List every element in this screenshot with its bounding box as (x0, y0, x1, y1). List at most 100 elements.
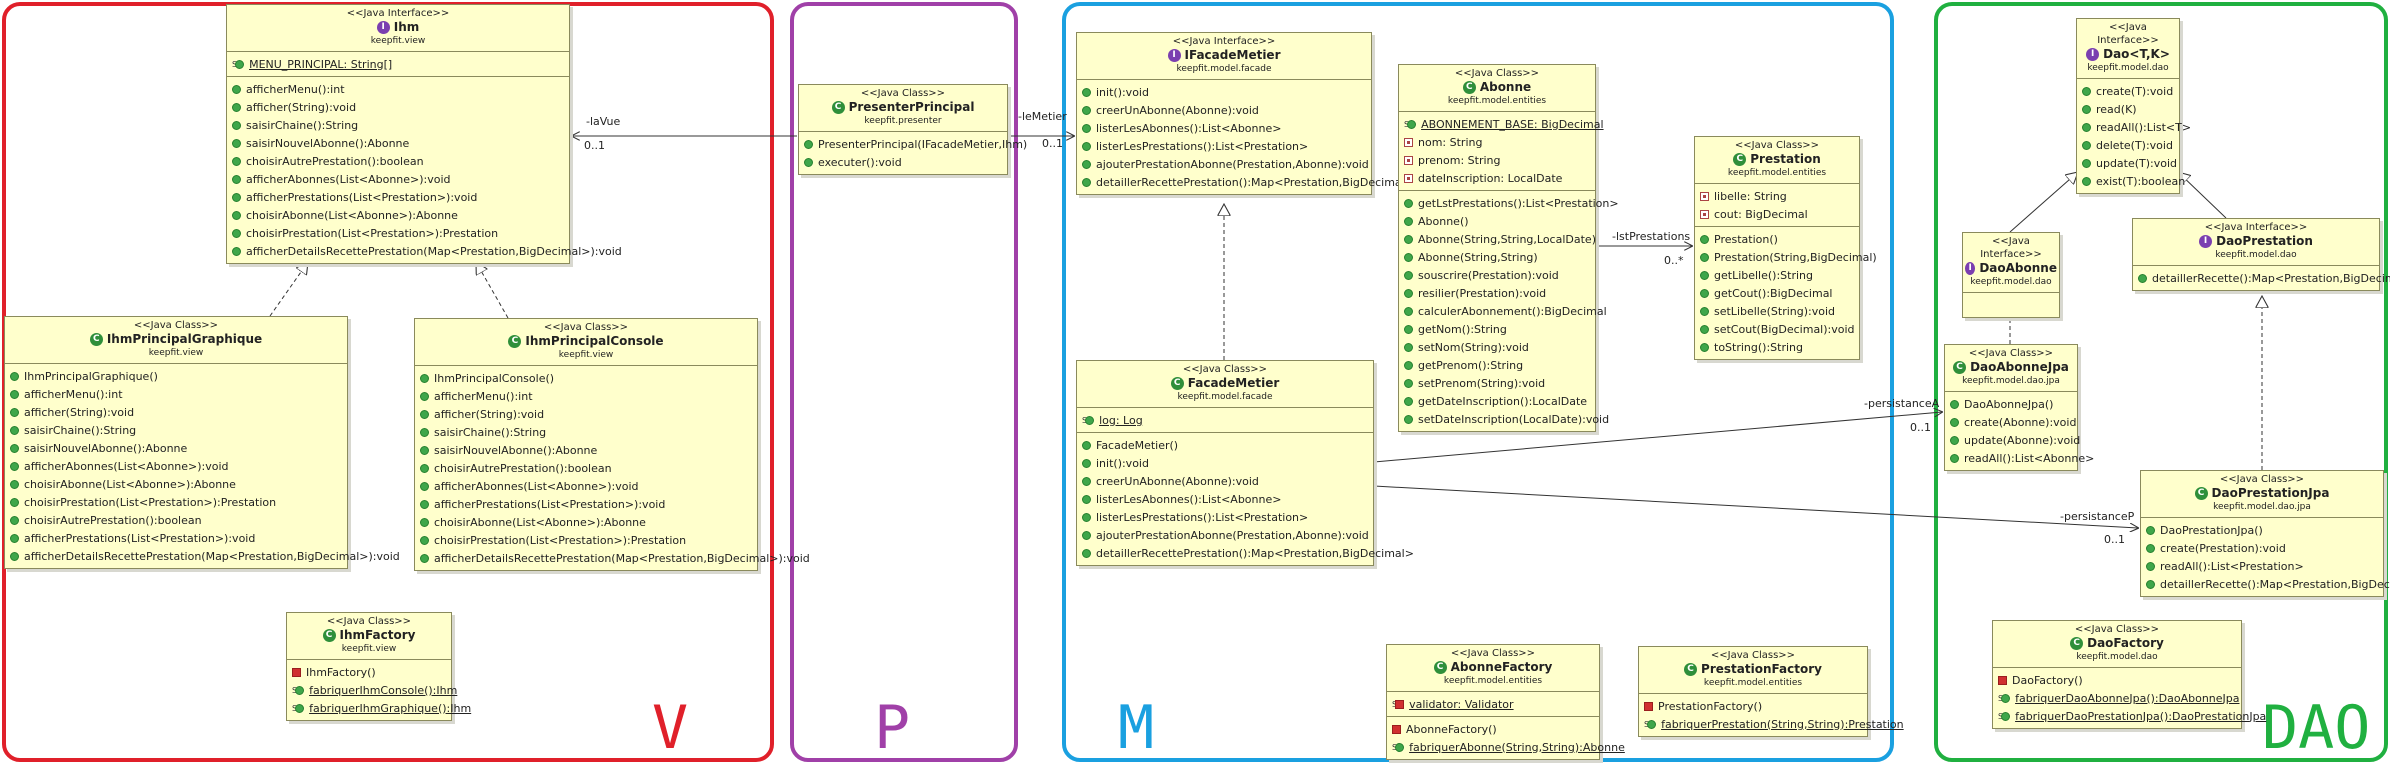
class-method[interactable]: creerUnAbonne(Abonne):void (1077, 101, 1371, 119)
class-method[interactable]: saisirNouvelAbonne():Abonne (415, 441, 757, 459)
class-field[interactable]: SABONNEMENT_BASE: BigDecimal (1399, 115, 1604, 133)
class-method[interactable]: Abonne() (1399, 212, 1595, 230)
class-method[interactable]: readAll():List<Prestation> (2141, 557, 2383, 575)
class-method[interactable]: afficherPrestations(List<Prestation>):vo… (227, 188, 569, 206)
class-method[interactable]: AbonneFactory() (1387, 720, 1599, 738)
class-method[interactable]: create(Abonne):void (1945, 413, 2077, 431)
class-method[interactable]: ajouterPrestationAbonne(Prestation,Abonn… (1077, 526, 1373, 544)
class-field[interactable]: dateInscription: LocalDate (1399, 169, 1595, 187)
class-method[interactable]: detaillerRecettePrestation():Map<Prestat… (1077, 173, 1414, 191)
class-field[interactable]: Slog: Log (1077, 411, 1373, 429)
class-method[interactable]: listerLesPrestations():List<Prestation> (1077, 137, 1371, 155)
class-method[interactable]: delete(T):void (2077, 136, 2179, 154)
class-method[interactable]: SfabriquerIhmConsole():Ihm (287, 681, 457, 699)
class-method[interactable]: saisirNouvelAbonne():Abonne (5, 439, 347, 457)
class-method[interactable]: choisirAbonne(List<Abonne>):Abonne (415, 513, 757, 531)
class-method[interactable]: calculerAbonnement():BigDecimal (1399, 302, 1607, 320)
class-field[interactable]: SMENU_PRINCIPAL: String[] (227, 55, 569, 73)
class-method[interactable]: update(Abonne):void (1945, 431, 2080, 449)
class-method[interactable]: create(Prestation):void (2141, 539, 2383, 557)
class-method[interactable]: choisirAutrePrestation():boolean (415, 459, 757, 477)
class-method[interactable]: afficher(String):void (415, 405, 757, 423)
class-method[interactable]: setDateInscription(LocalDate):void (1399, 410, 1609, 428)
class-method[interactable]: IhmFactory() (287, 663, 451, 681)
class-method[interactable]: readAll():List<T> (2077, 118, 2191, 136)
class-method[interactable]: SfabriquerDaoPrestationJpa():DaoPrestati… (1993, 707, 2266, 725)
class-method[interactable]: getPrenom():String (1399, 356, 1595, 374)
class-method[interactable]: create(T):void (2077, 82, 2179, 100)
class-method[interactable]: afficher(String):void (5, 403, 347, 421)
class-method[interactable]: PresenterPrincipal(IFacadeMetier,Ihm) (799, 135, 1027, 153)
class-method[interactable]: choisirAutrePrestation():boolean (227, 152, 569, 170)
class-method[interactable]: Abonne(String,String,LocalDate) (1399, 230, 1596, 248)
class-method[interactable]: PrestationFactory() (1639, 697, 1867, 715)
class-method[interactable]: IhmPrincipalGraphique() (5, 367, 347, 385)
class-method[interactable]: toString():String (1695, 338, 1859, 356)
class-method[interactable]: listerLesAbonnes():List<Abonne> (1077, 119, 1371, 137)
class-method[interactable]: init():void (1077, 83, 1371, 101)
class-method[interactable]: detaillerRecettePrestation():Map<Prestat… (1077, 544, 1414, 562)
class-method[interactable]: afficherMenu():int (5, 385, 347, 403)
class-method[interactable]: souscrire(Prestation):void (1399, 266, 1595, 284)
class-method[interactable]: listerLesPrestations():List<Prestation> (1077, 508, 1373, 526)
class-method[interactable]: choisirPrestation(List<Prestation>):Pres… (5, 493, 347, 511)
class-method[interactable]: readAll():List<Abonne> (1945, 449, 2094, 467)
class-method[interactable]: setPrenom(String):void (1399, 374, 1595, 392)
class-method[interactable]: init():void (1077, 454, 1373, 472)
class-method[interactable]: afficherMenu():int (227, 80, 569, 98)
class-method[interactable]: choisirAbonne(List<Abonne>):Abonne (227, 206, 569, 224)
class-method[interactable]: executer():void (799, 153, 1007, 171)
class-method[interactable]: afficherDetailsRecettePrestation(Map<Pre… (227, 242, 622, 260)
class-method[interactable]: read(K) (2077, 100, 2179, 118)
class-method[interactable]: detaillerRecette():Map<Prestation,BigDec… (2133, 269, 2390, 287)
class-method[interactable]: SfabriquerPrestation(String,String):Pres… (1639, 715, 1904, 733)
class-field[interactable]: nom: String (1399, 133, 1595, 151)
class-method[interactable]: SfabriquerIhmGraphique():Ihm (287, 699, 471, 717)
class-method[interactable]: DaoPrestationJpa() (2141, 521, 2383, 539)
class-method[interactable]: choisirPrestation(List<Prestation>):Pres… (227, 224, 569, 242)
class-method[interactable]: choisirAbonne(List<Abonne>):Abonne (5, 475, 347, 493)
class-method[interactable]: saisirChaine():String (5, 421, 347, 439)
class-method[interactable]: setNom(String):void (1399, 338, 1595, 356)
class-method[interactable]: getDateInscription():LocalDate (1399, 392, 1595, 410)
class-method[interactable]: getCout():BigDecimal (1695, 284, 1859, 302)
class-method[interactable]: DaoFactory() (1993, 671, 2241, 689)
class-method[interactable]: detaillerRecette():Map<Prestation,BigDec… (2141, 575, 2390, 593)
class-method[interactable]: afficherPrestations(List<Prestation>):vo… (5, 529, 347, 547)
class-method[interactable]: afficher(String):void (227, 98, 569, 116)
class-method[interactable]: saisirNouvelAbonne():Abonne (227, 134, 569, 152)
class-method[interactable]: getNom():String (1399, 320, 1595, 338)
class-field[interactable]: cout: BigDecimal (1695, 205, 1859, 223)
class-method[interactable]: listerLesAbonnes():List<Abonne> (1077, 490, 1373, 508)
class-method[interactable]: FacadeMetier() (1077, 436, 1373, 454)
class-method[interactable]: creerUnAbonne(Abonne):void (1077, 472, 1373, 490)
class-method[interactable]: getLstPrestations():List<Prestation> (1399, 194, 1619, 212)
class-method[interactable]: DaoAbonneJpa() (1945, 395, 2077, 413)
class-field[interactable]: prenom: String (1399, 151, 1595, 169)
class-method[interactable]: Prestation() (1695, 230, 1859, 248)
class-method[interactable]: afficherDetailsRecettePrestation(Map<Pre… (5, 547, 400, 565)
class-method[interactable]: afficherMenu():int (415, 387, 757, 405)
class-method[interactable]: afficherAbonnes(List<Abonne>):void (227, 170, 569, 188)
class-method[interactable]: Abonne(String,String) (1399, 248, 1595, 266)
class-method[interactable]: SfabriquerDaoAbonneJpa():DaoAbonneJpa (1993, 689, 2241, 707)
class-method[interactable]: update(T):void (2077, 154, 2179, 172)
class-method[interactable]: getLibelle():String (1695, 266, 1859, 284)
class-method[interactable]: resilier(Prestation):void (1399, 284, 1595, 302)
class-method[interactable]: SfabriquerAbonne(String,String):Abonne (1387, 738, 1625, 756)
class-ihm[interactable]: <<Java Interface>>IIhmkeepfit.viewSMENU_… (226, 4, 622, 264)
class-method[interactable]: choisirAutrePrestation():boolean (5, 511, 347, 529)
